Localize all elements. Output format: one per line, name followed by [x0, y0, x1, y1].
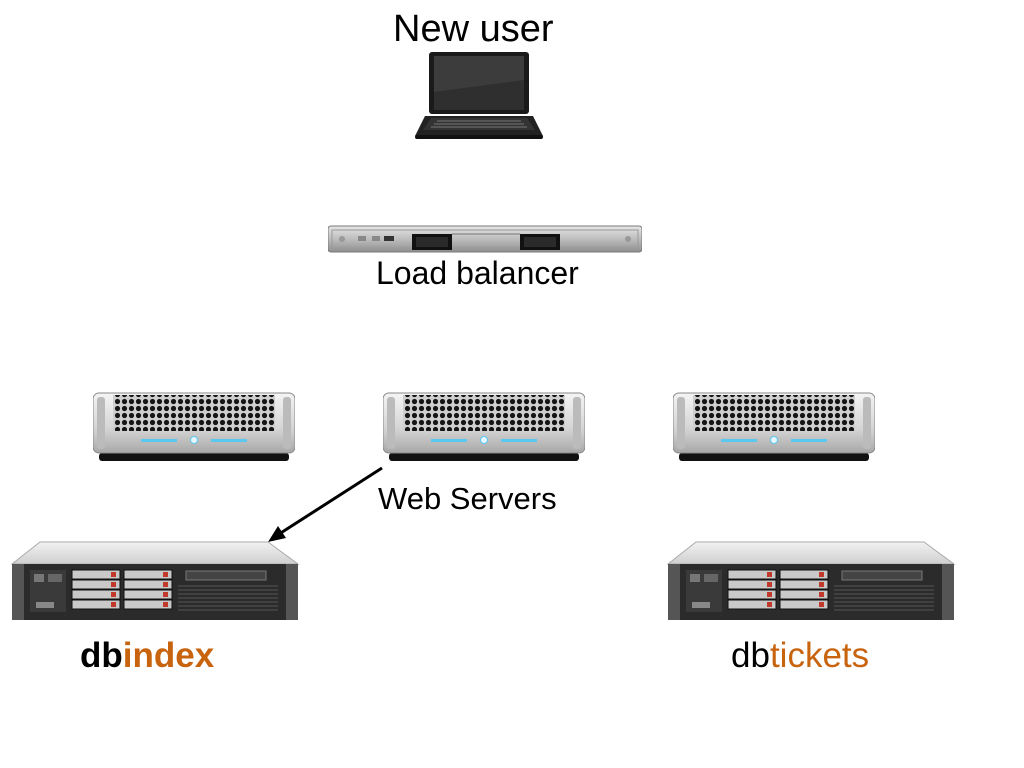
dbtickets-prefix: db — [731, 636, 770, 675]
web-server-icon — [93, 392, 295, 461]
load-balancer-icon — [328, 225, 642, 253]
dbtickets-suffix: tickets — [769, 636, 870, 675]
dbindex-prefix: db — [80, 636, 123, 675]
new-user-label: New user — [393, 8, 554, 50]
laptop-icon — [415, 52, 543, 139]
load-balancer-label: Load balancer — [376, 255, 579, 291]
web-servers-label: Web Servers — [378, 481, 557, 516]
dbtickets-label: dbtickets — [731, 636, 869, 676]
database-server-icon — [10, 541, 300, 620]
dbindex-suffix: index — [122, 636, 215, 675]
database-server-icon — [666, 541, 956, 620]
connection-arrow — [268, 466, 383, 542]
dbindex-label: dbindex — [80, 636, 214, 676]
web-server-icon — [673, 392, 875, 461]
web-server-icon — [383, 392, 585, 461]
